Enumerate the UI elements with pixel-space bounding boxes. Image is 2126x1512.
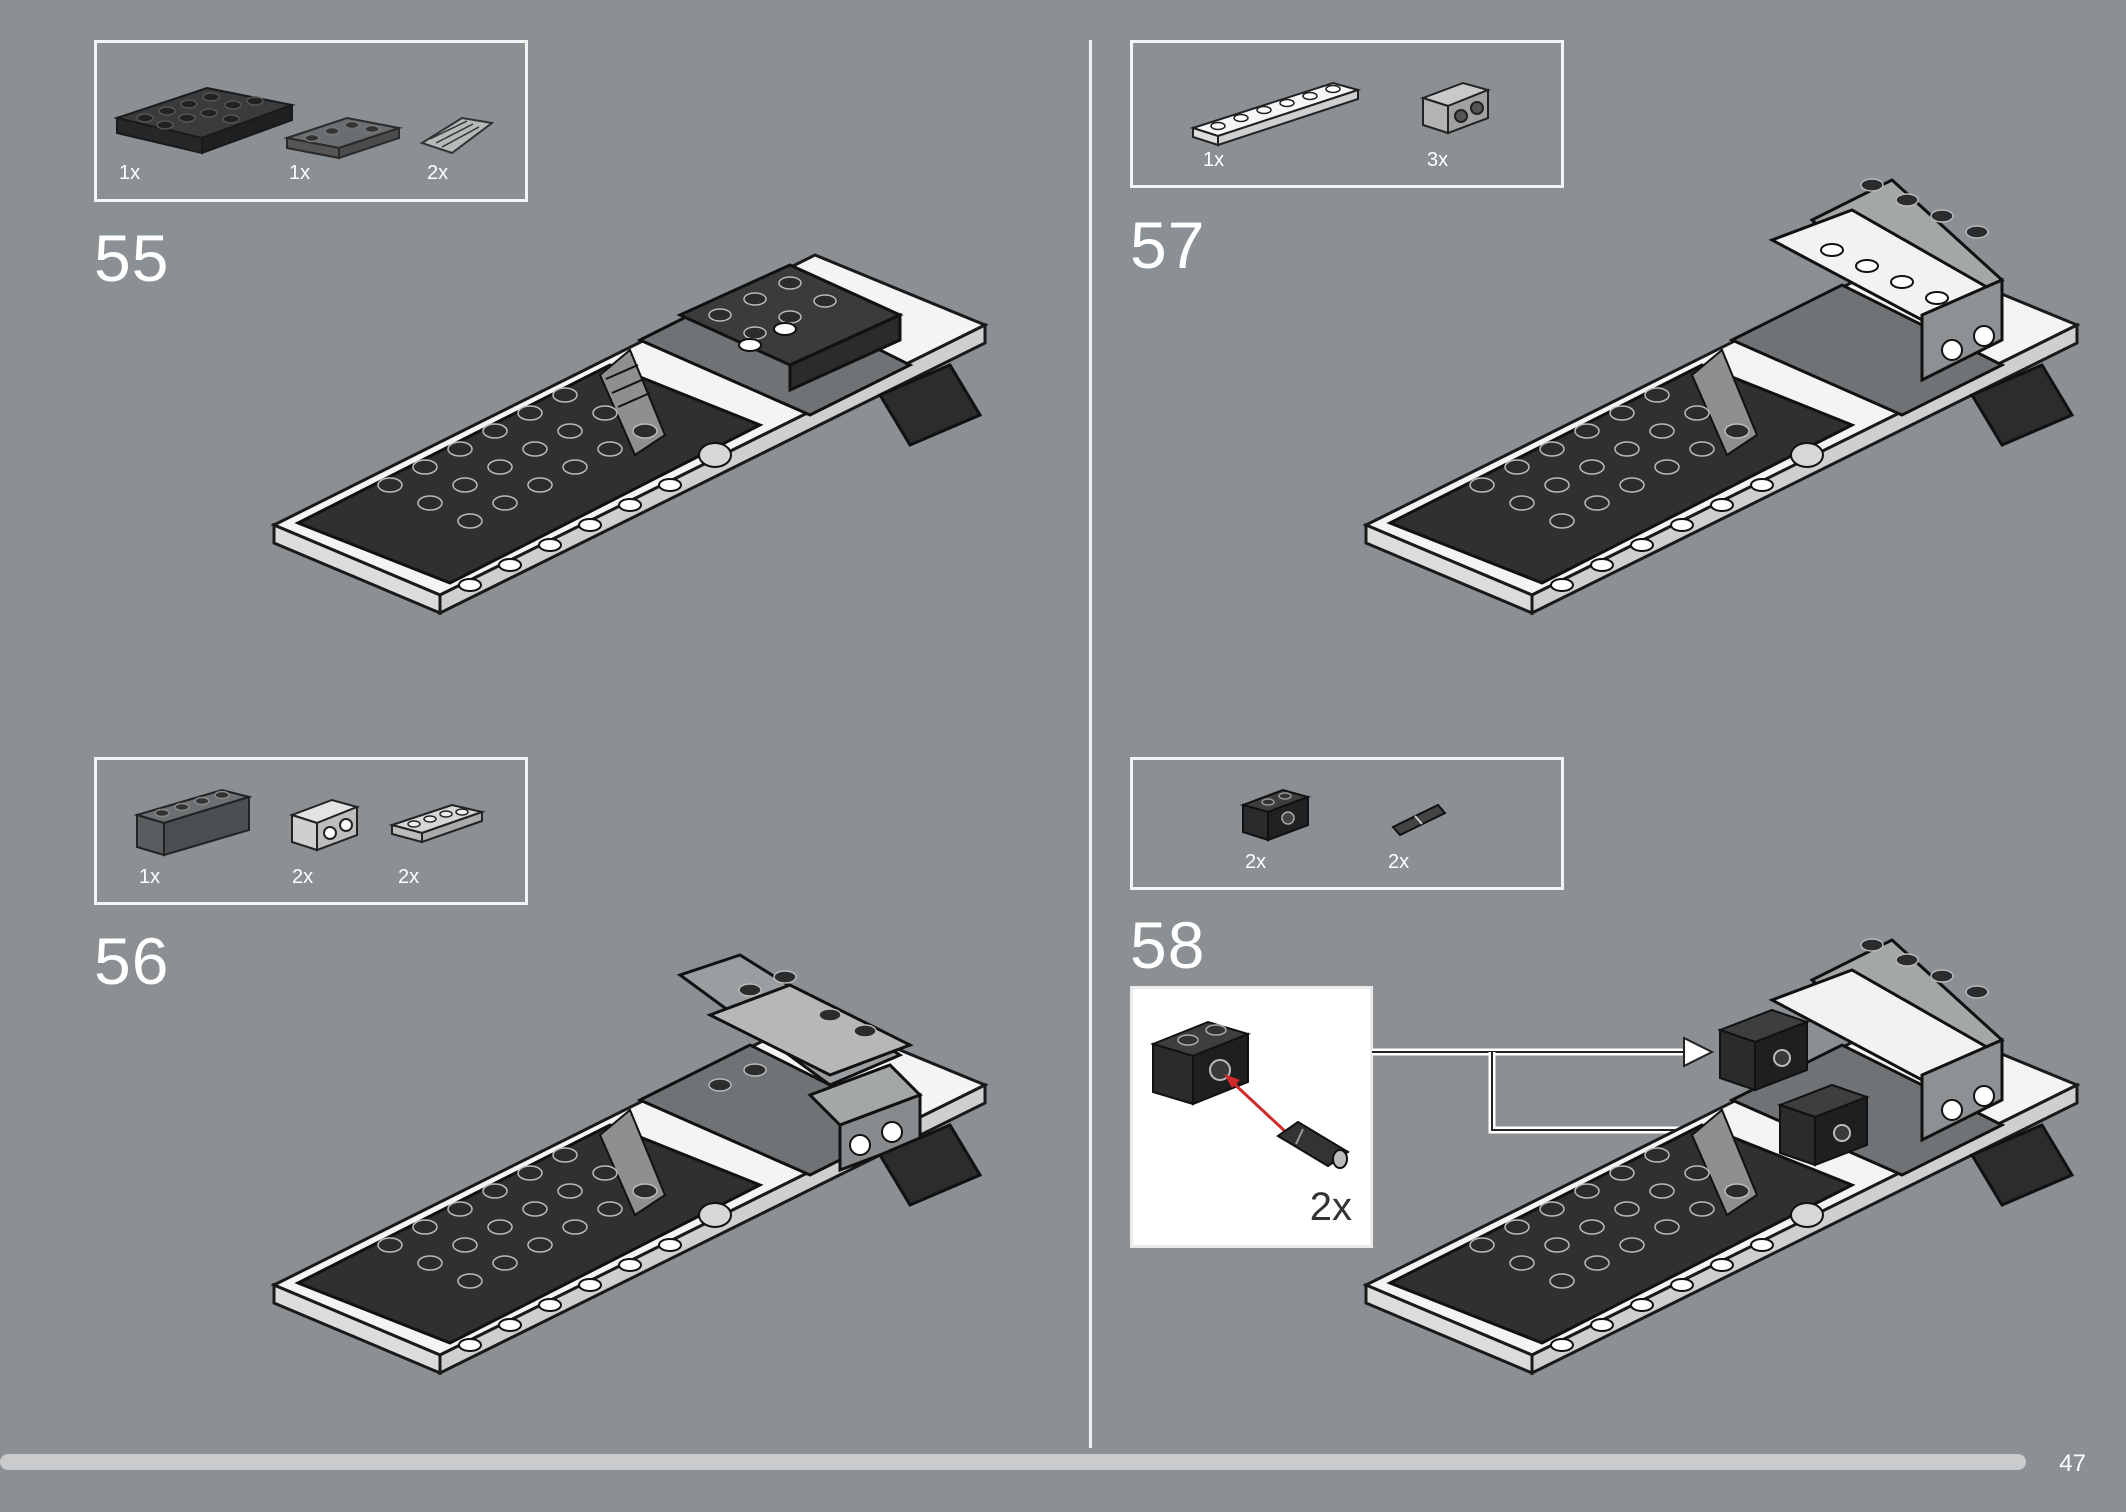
white-plate-icon bbox=[1189, 81, 1362, 147]
slope-grille-icon bbox=[419, 116, 495, 155]
parts-icons-58 bbox=[1239, 788, 1447, 842]
dark-plate-icon bbox=[113, 86, 296, 155]
dark-brick-icon bbox=[133, 788, 253, 857]
parts-list-step-56: 1x 2x 2x bbox=[94, 757, 528, 905]
parts-icons-56 bbox=[133, 788, 486, 857]
technic-pin bbox=[1276, 1120, 1350, 1169]
part-qty: 1x bbox=[289, 162, 311, 184]
parts-icons-55 bbox=[113, 86, 495, 160]
dark-technic-brick-placed-upper bbox=[1717, 1008, 1810, 1092]
part-qty: 3x bbox=[1427, 149, 1449, 171]
page-number: 47 bbox=[2059, 1450, 2086, 1477]
part-qty: 2x bbox=[398, 866, 420, 888]
part-qty: 2x bbox=[427, 162, 449, 184]
model-step-56 bbox=[270, 953, 989, 1376]
step-number: 58 bbox=[1130, 908, 1206, 982]
step-number: 55 bbox=[94, 221, 170, 295]
parts-list-step-55: 1x 1x 2x bbox=[94, 40, 528, 202]
light-technic-brick-icon bbox=[288, 798, 361, 852]
parts-list-step-58: 2x 2x bbox=[1130, 757, 1564, 890]
light-plate-icon bbox=[388, 803, 486, 844]
part-qty: 1x bbox=[139, 866, 161, 888]
part-qty: 2x bbox=[1388, 851, 1410, 873]
parts-icons-57 bbox=[1189, 81, 1492, 147]
subassembly-callout: 2x bbox=[1130, 986, 1373, 1248]
model-step-57 bbox=[1362, 178, 2081, 616]
part-qty: 1x bbox=[119, 162, 141, 184]
technic-pin-icon bbox=[1391, 803, 1447, 837]
step-number: 57 bbox=[1130, 208, 1206, 282]
part-qty: 2x bbox=[292, 866, 314, 888]
part-qty: 2x bbox=[1245, 851, 1267, 873]
parts-list-step-57: 1x 3x bbox=[1130, 40, 1564, 188]
progress-bar bbox=[0, 1454, 2026, 1470]
model-step-55 bbox=[270, 253, 989, 616]
subassembly-illustration bbox=[1149, 1020, 1350, 1169]
dark-technic-brick bbox=[1149, 1020, 1252, 1106]
dark-technic-brick-icon bbox=[1239, 788, 1312, 842]
step-number: 56 bbox=[94, 924, 170, 998]
light-plate-icon bbox=[283, 116, 403, 160]
dark-technic-brick-placed-lower bbox=[1777, 1083, 1870, 1167]
red-arrow bbox=[1224, 1074, 1290, 1136]
arrow-upper bbox=[1372, 1036, 1715, 1068]
model-step-58 bbox=[1362, 938, 2081, 1376]
part-qty: 1x bbox=[1203, 149, 1225, 171]
light-technic-brick-icon bbox=[1419, 81, 1492, 135]
subassembly-qty: 2x bbox=[1309, 1185, 1352, 1229]
page-divider bbox=[1089, 40, 1092, 1448]
